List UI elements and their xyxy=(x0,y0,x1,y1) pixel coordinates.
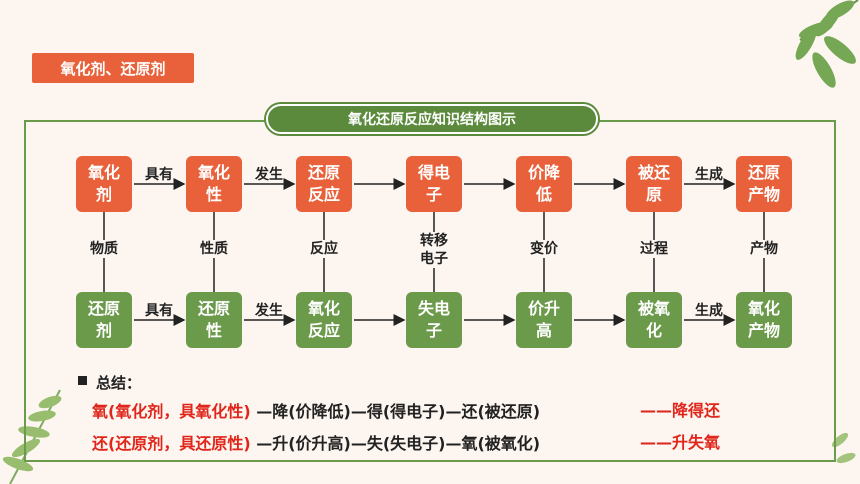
bottom-edge-label-1: 发生 xyxy=(255,303,283,319)
bottom_row-node-0: 还原 剂 xyxy=(76,292,132,348)
summary-bullet xyxy=(78,376,87,385)
bottom-edge-label-0: 具有 xyxy=(145,303,173,319)
summary-line-2-dark: —升(价升高)—失(失电子)—氧(被氧化) xyxy=(250,434,541,453)
bottom_row-node-6: 氧化 产物 xyxy=(736,292,792,348)
summary-line-1-red: 氧(氧化剂，具氧化性) xyxy=(92,402,251,421)
top_row-node-3: 得电 子 xyxy=(406,156,462,212)
summary-line-1: 氧(氧化剂，具氧化性) —降(价降低)—得(得电子)—还(被还原) xyxy=(92,398,540,422)
mnemonic-2: ——升失氧 xyxy=(640,433,721,452)
top-edge-label-5: 生成 xyxy=(695,167,723,183)
leaf-decoration-top-right xyxy=(795,0,859,88)
top_row-node-4: 价降 低 xyxy=(516,156,572,212)
top-edge-label-1: 发生 xyxy=(255,167,283,183)
summary-line-1-dark: —降(价降低)—得(得电子)—还(被还原) xyxy=(250,402,541,421)
summary-line-2: 还(还原剂，具还原性) —升(价升高)—失(失电子)—氧(被氧化) xyxy=(92,430,540,454)
diagram-title: 氧化还原反应知识结构图示 xyxy=(266,104,598,134)
middle-label-4: 变价 xyxy=(516,240,572,258)
top_row-node-5: 被还 原 xyxy=(626,156,682,212)
bottom-edge-label-5: 生成 xyxy=(695,303,723,319)
middle-label-0: 物质 xyxy=(76,240,132,258)
middle-label-2: 反应 xyxy=(296,240,352,258)
top_row-node-1: 氧化 性 xyxy=(186,156,242,212)
bottom_row-node-5: 被氧 化 xyxy=(626,292,682,348)
bottom_row-node-3: 失电 子 xyxy=(406,292,462,348)
middle-label-5: 过程 xyxy=(626,240,682,258)
top_row-node-2: 还原 反应 xyxy=(296,156,352,212)
middle-label-3: 转移 电子 xyxy=(406,232,462,268)
middle-label-6: 产物 xyxy=(736,240,792,258)
middle-label-1: 性质 xyxy=(186,240,242,258)
summary-line-2-red: 还(还原剂，具还原性) xyxy=(92,434,251,453)
section-title-badge: 氧化剂、还原剂 xyxy=(32,53,194,83)
bottom_row-node-1: 还原 性 xyxy=(186,292,242,348)
bottom_row-node-4: 价升 高 xyxy=(516,292,572,348)
top-edge-label-0: 具有 xyxy=(145,167,173,183)
top_row-node-6: 还原 产物 xyxy=(736,156,792,212)
mnemonic-1: ——降得还 xyxy=(640,401,721,420)
bottom_row-node-2: 氧化 反应 xyxy=(296,292,352,348)
top_row-node-0: 氧化 剂 xyxy=(76,156,132,212)
summary-heading: 总结： xyxy=(96,374,142,392)
leaf-decoration-bottom-left xyxy=(2,389,62,484)
